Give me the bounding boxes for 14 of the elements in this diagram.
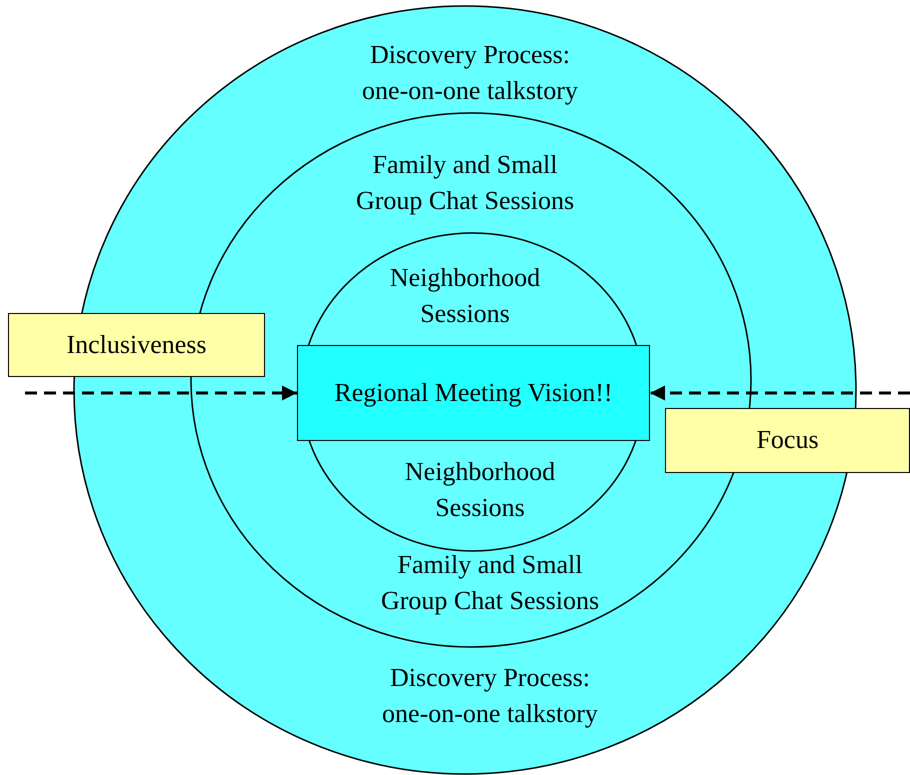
box-label: Focus [755, 424, 820, 456]
label-box [8, 313, 265, 377]
box-label: Regional Meeting Vision!! [333, 376, 614, 409]
dashed-arrow [25, 386, 297, 400]
ring-label: Family and Small Group Chat Sessions [354, 149, 576, 218]
ring-label: Neighborhood Sessions [404, 456, 556, 524]
label-box [665, 408, 910, 473]
dashed-arrow [650, 386, 910, 400]
ring-label: Discovery Process: one-on-one talkstory [361, 39, 579, 108]
ring-label: Discovery Process: one-on-one talkstory [381, 662, 599, 730]
ring-label: Family and Small Group Chat Sessions [380, 549, 600, 618]
center-box [297, 345, 650, 441]
ring-label: Neighborhood Sessions [388, 262, 542, 330]
box-label: Inclusiveness [65, 328, 208, 361]
